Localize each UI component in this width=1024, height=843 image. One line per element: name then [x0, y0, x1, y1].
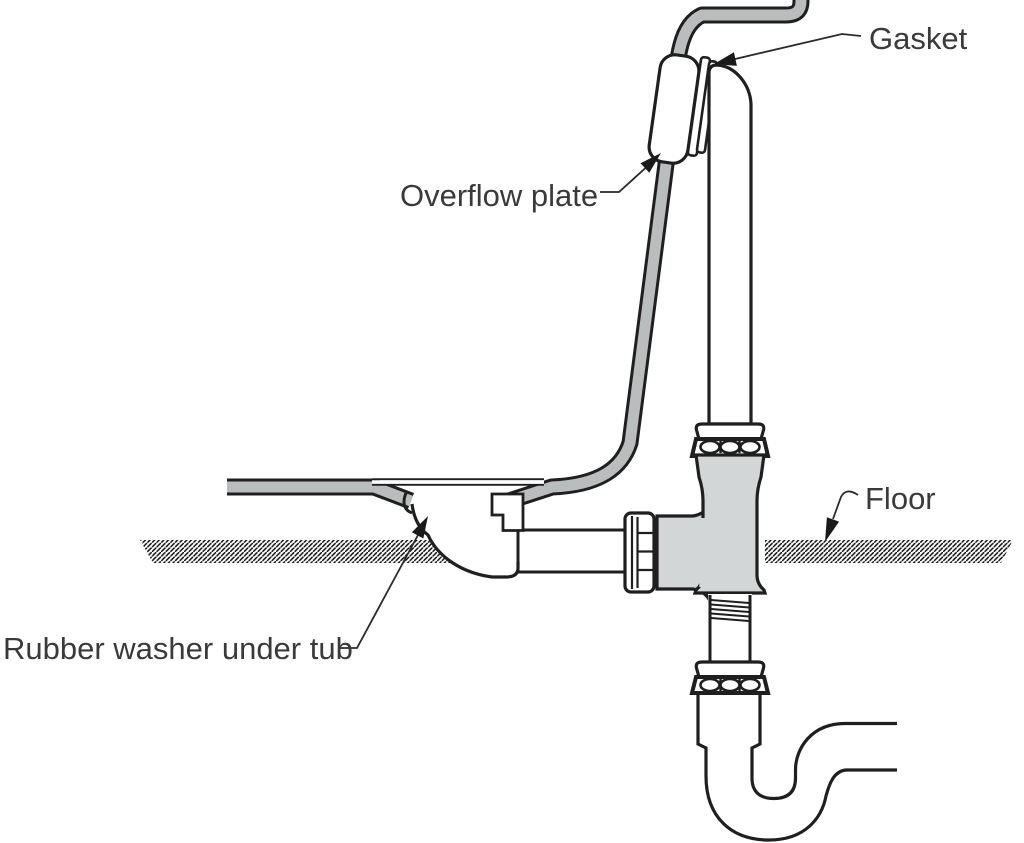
- trap-slip-nut: [689, 660, 771, 695]
- floor-hatch: [140, 540, 1013, 563]
- floor-arrowhead-icon: [825, 517, 840, 542]
- threads: [710, 599, 750, 622]
- drain-recess-rim: [372, 478, 544, 486]
- overflow-plate-leader-line: [600, 167, 647, 193]
- rubber-washer-arrowhead-icon: [411, 516, 428, 539]
- branch-slip-nut: [623, 511, 656, 594]
- drain-shoe: [412, 504, 518, 577]
- floor-leader-line: [832, 490, 859, 520]
- label-rubber-washer: Rubber washer under tub: [3, 631, 353, 666]
- drain-pipe: [516, 528, 632, 574]
- overflow-pipe: [707, 63, 753, 426]
- overflow-plate-arrowhead-icon: [640, 153, 661, 173]
- gasket-leader-line: [734, 33, 862, 60]
- tee-fitting: [655, 453, 768, 605]
- callout-overflow-plate: Overflow plate: [400, 153, 661, 213]
- floor-hatch-right: [765, 540, 1013, 563]
- gasket-arrowhead-icon: [714, 52, 737, 66]
- p-trap: [696, 693, 897, 842]
- upper-slip-nut: [689, 422, 771, 458]
- label-gasket: Gasket: [869, 21, 968, 56]
- callout-floor: Floor: [825, 481, 936, 542]
- tailpiece: [708, 594, 752, 664]
- callout-gasket: Gasket: [714, 21, 968, 66]
- callout-rubber-washer: Rubber washer under tub: [3, 516, 428, 666]
- label-overflow-plate: Overflow plate: [400, 178, 598, 213]
- rubber-washer: [402, 492, 413, 515]
- label-floor: Floor: [865, 481, 936, 516]
- drain-strainer: [490, 492, 525, 532]
- floor-hatch-left: [140, 540, 470, 563]
- rubber-washer-leader-line: [340, 534, 419, 649]
